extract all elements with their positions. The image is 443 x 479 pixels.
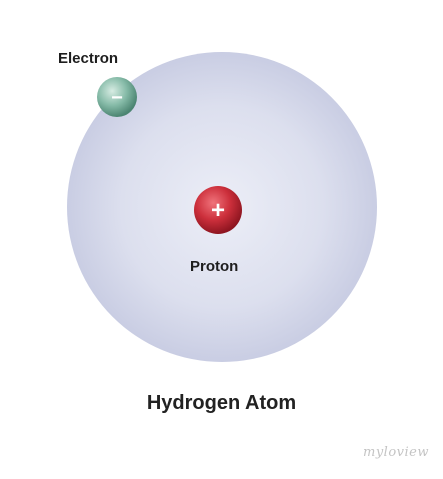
electron-particle: − (97, 77, 137, 117)
watermark: myloview (363, 445, 429, 460)
proton-particle: + (194, 186, 242, 234)
electron-label: Electron (58, 50, 119, 67)
diagram-title: Hydrogen Atom (146, 392, 297, 414)
proton-label: Proton (190, 258, 239, 275)
electron-charge-symbol: − (111, 87, 123, 109)
proton-charge-symbol: + (211, 197, 225, 224)
